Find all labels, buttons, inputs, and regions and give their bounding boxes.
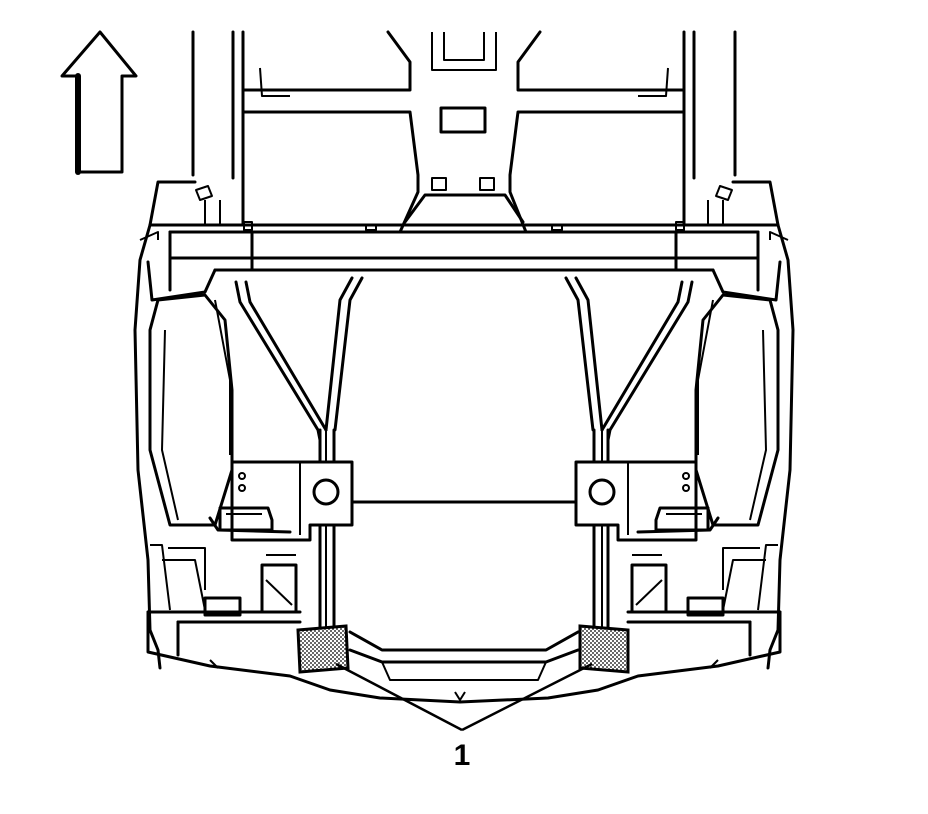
- right-lower-bracket: [630, 547, 760, 617]
- corner-brackets: [148, 180, 780, 227]
- center-tunnel: [241, 30, 686, 234]
- bumper-beam: [146, 610, 782, 704]
- upper-radiator-support: [139, 221, 789, 292]
- right-fender-shield: [694, 223, 795, 670]
- upper-frame-rails: [191, 30, 737, 227]
- right-v-brace: [564, 276, 694, 630]
- right-lamp-mount: [574, 460, 720, 542]
- left-impact-pad: [296, 624, 350, 674]
- left-v-brace: [234, 276, 364, 630]
- left-lower-bracket: [168, 547, 298, 617]
- direction-arrow-up-icon: [60, 30, 138, 175]
- left-fender-shield: [133, 223, 234, 670]
- callout-leader-lines: [335, 662, 593, 732]
- right-impact-pad: [578, 624, 630, 674]
- callout-label-1: 1: [454, 739, 471, 772]
- left-lamp-mount: [208, 460, 354, 542]
